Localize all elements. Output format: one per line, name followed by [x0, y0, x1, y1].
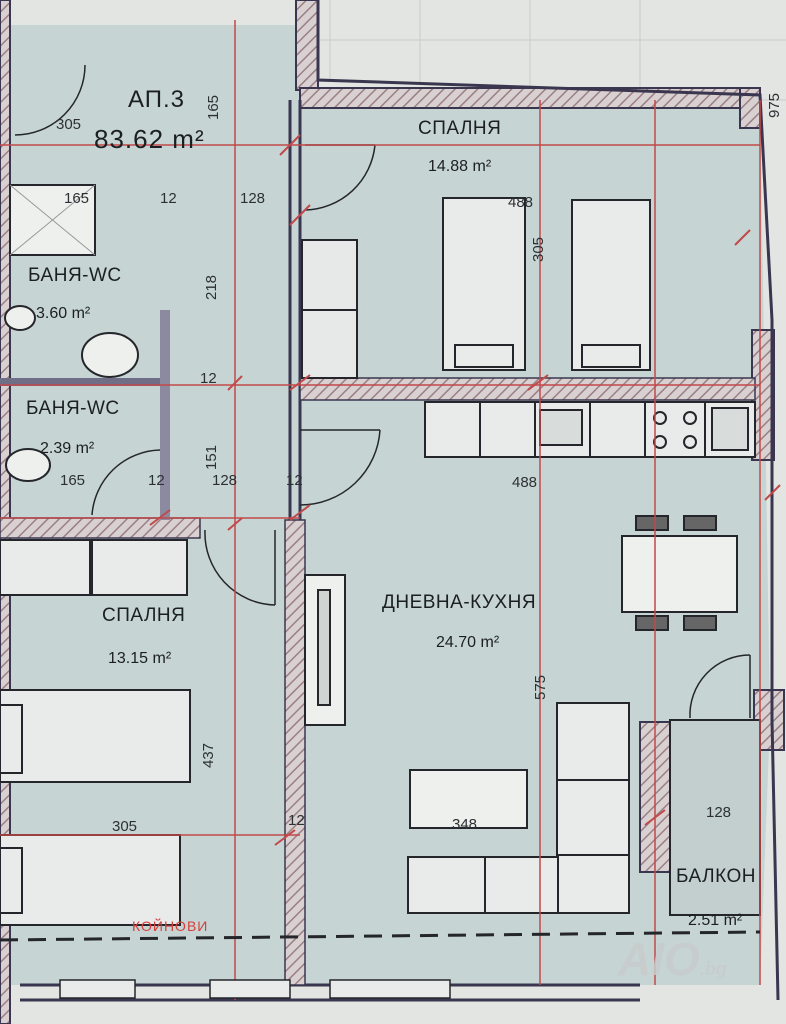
dim-218-vertical: 218: [203, 274, 220, 300]
boundary-dashed-line: [0, 930, 761, 942]
dim-305-vertical: 305: [530, 236, 547, 262]
background-grid: [320, 0, 786, 101]
room-area-living: 24.70 m²: [436, 634, 500, 651]
room-area-bath2: 2.39 m²: [40, 440, 95, 457]
dim-305-bottom: 305: [112, 818, 138, 835]
dim-128-balcony: 128: [706, 804, 732, 821]
agency-watermark: КОЙНОВИ: [132, 918, 209, 934]
site-logo-watermark: AIO.bg: [618, 932, 727, 986]
dining-table: [621, 515, 738, 631]
dim-165-vertical: 165: [205, 94, 222, 120]
bath-fixtures: [4, 184, 139, 482]
dim-12-e: 12: [288, 812, 305, 829]
dim-12-c: 12: [148, 472, 165, 489]
wall-bath-bedroom: [0, 517, 201, 539]
dim-305-top: 305: [56, 116, 82, 133]
room-area-balcony: 2.51 m²: [688, 912, 743, 929]
sofa: [407, 702, 630, 914]
dim-488-living: 488: [512, 474, 538, 491]
wall-bedroom-living-vertical: [284, 519, 306, 986]
coffee-table: [409, 769, 528, 829]
dim-12-b: 12: [200, 370, 217, 387]
dim-165-top: 165: [64, 190, 90, 207]
dim-128-b: 128: [212, 472, 238, 489]
apartment-area: 83.62 m²: [94, 124, 205, 154]
dim-165-bottom: 165: [60, 472, 86, 489]
tv-unit: [304, 574, 346, 726]
dim-151-vertical: 151: [203, 444, 220, 470]
room-name-bedroom-left: СПАЛНЯ: [102, 605, 186, 626]
kitchen-counter: [424, 401, 756, 458]
logo-suffix: .bg: [699, 959, 727, 979]
twin-beds: [442, 197, 651, 371]
room-name-bedroom-top: СПАЛНЯ: [418, 118, 502, 139]
wall-bath-corridor: [160, 310, 170, 520]
dim-975-vertical: 975: [766, 92, 783, 118]
room-name-bath2: БАНЯ-WC: [26, 398, 120, 419]
dimension-lines: [0, 20, 761, 1000]
room-name-living: ДНЕВНА-КУХНЯ: [382, 592, 537, 613]
apartment-title: АП.3: [128, 86, 186, 113]
dim-437-vertical: 437: [200, 742, 217, 768]
dimension-ticks: [149, 134, 781, 846]
room-area-bedroom-left: 13.15 m²: [108, 650, 172, 667]
room-area-bath1: 3.60 m²: [36, 305, 91, 322]
dim-12-a: 12: [160, 190, 177, 207]
wardrobe-top: [301, 239, 358, 379]
dim-575-vertical: 575: [532, 674, 549, 700]
room-area-bedroom-top: 14.88 m²: [428, 158, 492, 175]
dim-128-a: 128: [240, 190, 266, 207]
wall-bath-divider: [0, 378, 165, 386]
dim-488-bedroom: 488: [508, 194, 534, 211]
dim-12-d: 12: [286, 472, 303, 489]
logo-text: AIO: [618, 933, 700, 985]
room-name-bath1: БАНЯ-WC: [28, 265, 122, 286]
wardrobe-left: [0, 539, 188, 596]
room-name-balcony: БАЛКОН: [676, 866, 756, 887]
balcony-area: [669, 719, 761, 916]
wall-bedroom-living: [299, 377, 756, 401]
bed-left: [0, 689, 191, 926]
facade-windows: [59, 979, 451, 999]
dim-348: 348: [452, 816, 478, 833]
